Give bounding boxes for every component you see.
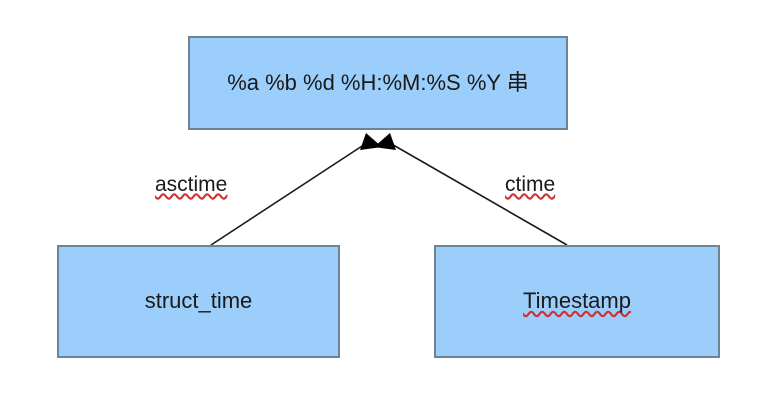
edge-asctime-line [210, 139, 371, 246]
node-struct-time[interactable]: struct_time [57, 245, 340, 358]
node-format-string[interactable]: %a %b %d %H:%M:%S %Y 串 [188, 36, 568, 130]
edge-ctime-arrowhead [374, 133, 396, 150]
edge-label-ctime-text: ctime [505, 173, 556, 196]
edge-asctime-arrowhead [360, 133, 382, 150]
edge-asctime [210, 133, 382, 246]
node-timestamp-label: Timestamp [523, 288, 631, 314]
edge-label-asctime: asctime [155, 173, 227, 197]
node-struct-time-label: struct_time [144, 288, 253, 314]
node-timestamp[interactable]: Timestamp [434, 245, 720, 358]
edge-label-asctime-text: asctime [155, 173, 228, 196]
edge-label-ctime: ctime [505, 173, 555, 197]
node-format-string-label: %a %b %d %H:%M:%S %Y 串 [227, 69, 529, 95]
